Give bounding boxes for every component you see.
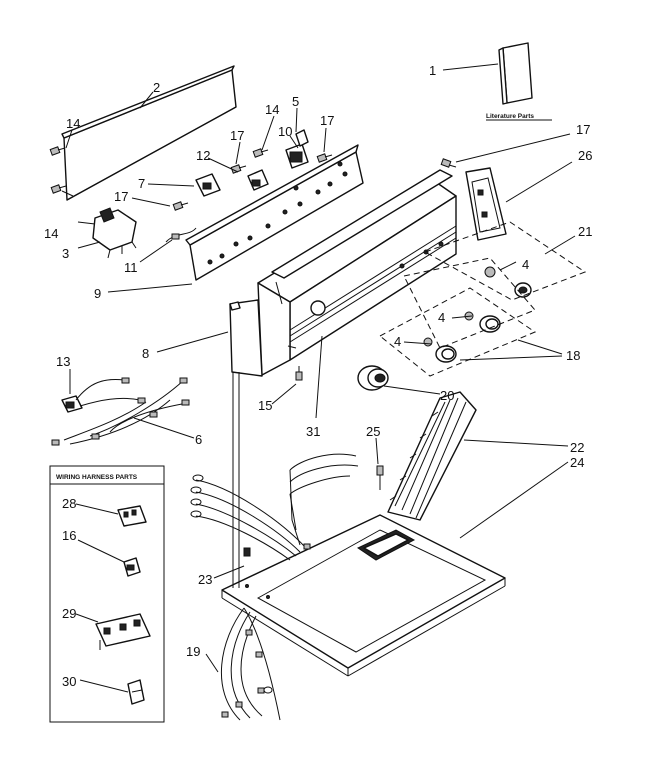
callout-labels: 1 2 3 4 4 4 5 6 7 8 9 10 11 12 13 14 14 … [44,63,592,689]
screw-25 [376,465,384,490]
callout-4b: 4 [438,310,445,325]
callout-22: 22 [570,440,584,455]
callout-21: 21 [578,224,592,239]
wiring-harness-inset: WIRING HARNESS PARTS [49,465,165,723]
callout-23: 23 [198,572,212,587]
part-4-knob-a [484,266,532,298]
callout-14b: 14 [44,226,58,241]
part-9-control-panel [185,144,364,281]
part-7-relay [195,173,221,197]
callout-31: 31 [306,424,320,439]
screw-17a [230,164,247,174]
console-housing [257,169,457,376]
literature-parts-label: Literature Parts [486,113,534,120]
callout-17b: 17 [320,113,334,128]
callout-17a: 17 [230,128,244,143]
part-12-connector [247,169,269,191]
callout-19: 19 [186,644,200,659]
part-16-connector [123,557,141,577]
callout-9: 9 [94,286,101,301]
callout-12: 12 [196,148,210,163]
leader-lines [61,63,576,693]
part-2-back-panel [61,65,237,201]
callout-3: 3 [62,246,69,261]
part-6-wire-harness [51,377,190,446]
callout-16: 16 [62,528,76,543]
callout-25: 25 [366,424,380,439]
callout-6: 6 [195,432,202,447]
part-28-terminal-block [117,505,147,527]
part-3-switch [77,207,137,259]
callout-17d: 17 [114,189,128,204]
callout-13: 13 [56,354,70,369]
callout-15: 15 [258,398,272,413]
callout-7: 7 [138,176,145,191]
screw-17d [172,201,189,211]
callout-10: 10 [278,124,292,139]
callout-11: 11 [124,260,138,275]
callout-2: 2 [153,80,160,95]
callout-26: 26 [578,148,592,163]
callout-20: 20 [440,388,454,403]
screw-14a [49,146,66,156]
callout-4c: 4 [394,334,401,349]
part-13-connector [61,395,83,413]
part-30-clip [127,679,145,705]
part-29-terminal-block [95,613,151,650]
inset-title: WIRING HARNESS PARTS [56,474,138,481]
part-8-end-cap [229,299,263,377]
callout-5: 5 [292,94,299,109]
screw-17b [316,153,333,163]
part-4-knob-b [464,311,501,333]
callout-28: 28 [62,496,76,511]
screw-14c [252,148,269,158]
callout-14a: 14 [66,116,80,131]
part-4-knob-c [423,337,457,363]
part-1-literature: Literature Parts [486,42,552,121]
part-20-knob-large [357,365,389,391]
part-26-end-cap [465,167,507,241]
callout-1: 1 [429,63,436,78]
part-10-clip [295,129,309,147]
callout-24: 24 [570,455,584,470]
part-22-rear-harness [387,391,477,521]
callout-17c: 17 [576,122,590,137]
callout-30: 30 [62,674,76,689]
part-19-lower-harness [220,607,281,721]
top-wiring-harness [190,453,359,561]
kit-boxes [379,221,587,377]
screw-15 [295,366,303,381]
part-11-wire [165,227,197,243]
callout-29: 29 [62,606,76,621]
callout-14c: 14 [265,102,279,117]
part-24-top-panel [221,514,506,677]
callout-4a: 4 [522,257,529,272]
screw-17c [440,158,457,168]
callout-8: 8 [142,346,149,361]
callout-18: 18 [566,348,580,363]
screw-14b [50,184,67,194]
part-5-timer-bracket [285,143,309,169]
